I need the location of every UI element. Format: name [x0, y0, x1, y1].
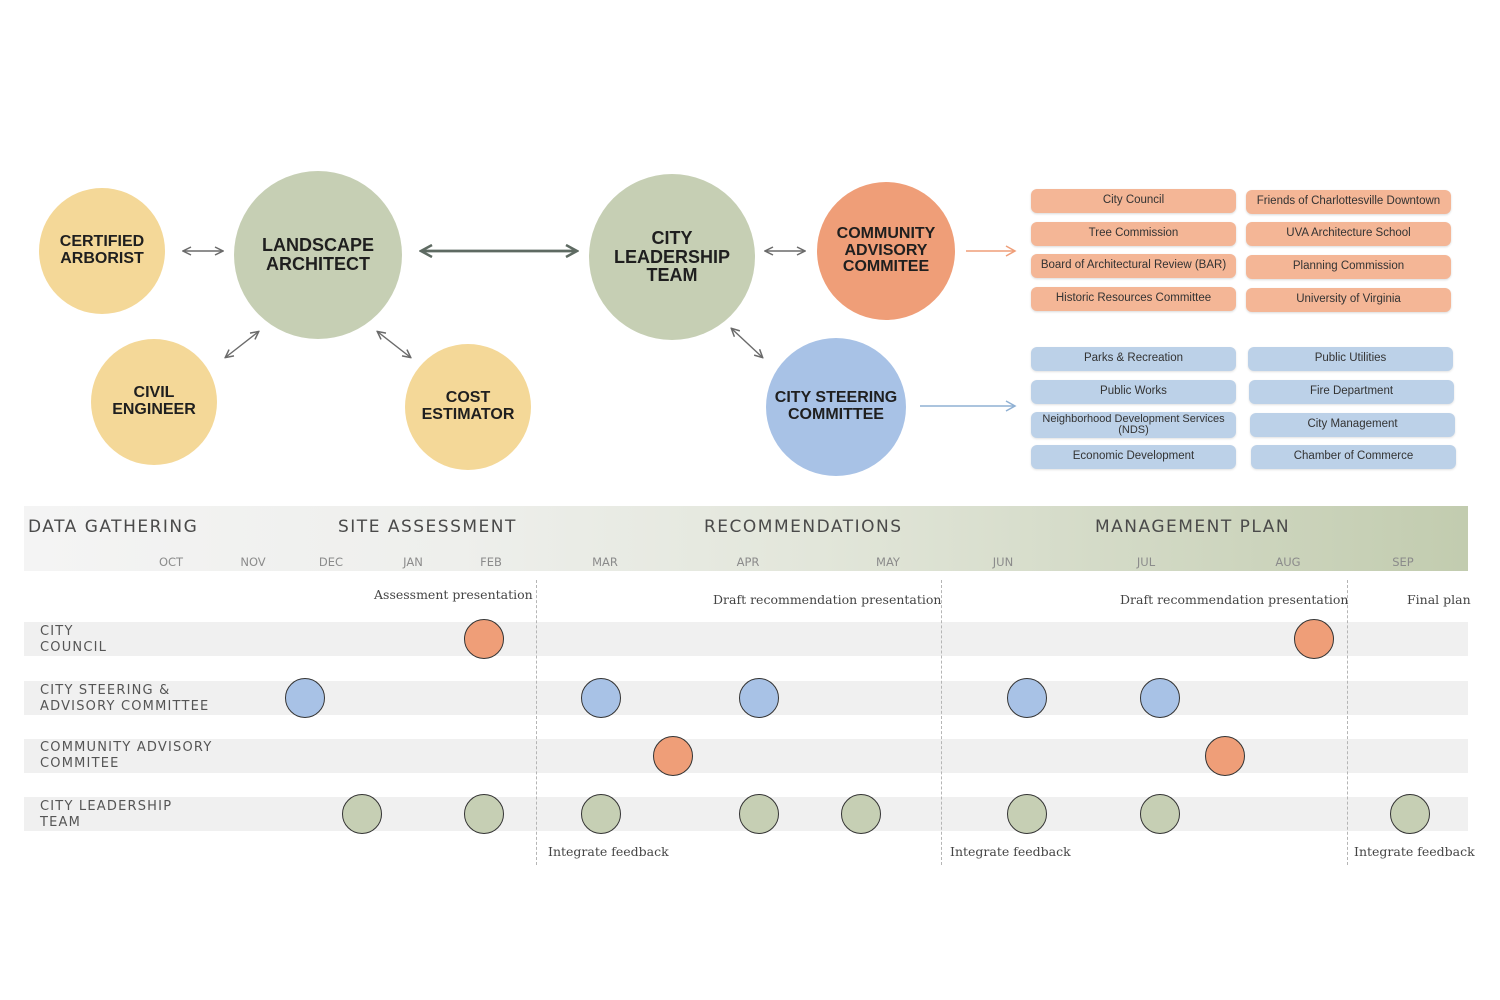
meeting-dot — [1390, 794, 1430, 834]
advisory-member-pill: Planning Commission — [1246, 255, 1451, 279]
row-label: CITY COUNCIL — [40, 624, 108, 655]
month-label: MAY — [876, 555, 900, 569]
meeting-dot — [342, 794, 382, 834]
city-steering-committee-circle: CITY STEERING COMMITTEE — [766, 338, 906, 476]
milestone-draft-presentation: Draft recommendation presentation — [1120, 592, 1349, 607]
meeting-dot — [653, 736, 693, 776]
phase-recommendations: RECOMMENDATIONS — [704, 517, 903, 537]
month-label: SEP — [1392, 555, 1414, 569]
row-label: CITY LEADERSHIP TEAM — [40, 799, 173, 830]
phase-data-gathering: DATA GATHERING — [28, 517, 199, 537]
month-label: OCT — [158, 555, 184, 569]
integrate-feedback-label: Integrate feedback — [548, 844, 669, 859]
steering-member-pill: Chamber of Commerce — [1251, 445, 1456, 469]
row-label: CITY STEERING & ADVISORY COMMITTEE — [40, 683, 210, 714]
month-label: DEC — [318, 555, 344, 569]
meeting-dot — [739, 794, 779, 834]
certified-arborist-circle: CERTIFIED ARBORIST — [39, 188, 165, 314]
month-label: MAR — [592, 555, 618, 569]
advisory-member-pill: Friends of Charlottesville Downtown — [1246, 190, 1451, 214]
community-advisory-commitee-circle: COMMUNITY ADVISORY COMMITEE — [817, 182, 955, 320]
month-label: JAN — [403, 555, 423, 569]
row-label: COMMUNITY ADVISORY COMMITEE — [40, 740, 213, 771]
meeting-dot — [1205, 736, 1245, 776]
cost-estimator-circle: COST ESTIMATOR — [405, 344, 531, 470]
milestone-divider — [536, 580, 537, 865]
advisory-member-pill: University of Virginia — [1246, 288, 1451, 312]
meeting-dot — [1294, 619, 1334, 659]
advisory-member-pill: Board of Architectural Review (BAR) — [1031, 254, 1236, 278]
steering-member-pill: Neighborhood Development Services (NDS) — [1031, 412, 1236, 438]
arrow-engineer-architect — [226, 332, 258, 357]
integrate-feedback-label: Integrate feedback — [1354, 844, 1475, 859]
milestone-draft-presentation: Draft recommendation presentation — [713, 592, 942, 607]
milestone-assessment-presentation: Assessment presentation — [374, 587, 533, 602]
meeting-dot — [285, 678, 325, 718]
steering-member-pill: Economic Development — [1031, 445, 1236, 469]
landscape-architect-circle: LANDSCAPE ARCHITECT — [234, 171, 402, 339]
steering-member-pill: Public Utilities — [1248, 347, 1453, 371]
advisory-member-pill: City Council — [1031, 189, 1236, 213]
steering-member-pill: Public Works — [1031, 380, 1236, 404]
arrow-leadership-steering — [732, 329, 762, 357]
month-label: AUG — [1275, 555, 1301, 569]
meeting-dot — [464, 619, 504, 659]
month-label: APR — [736, 555, 760, 569]
milestone-divider — [1347, 580, 1348, 865]
meeting-dot — [581, 794, 621, 834]
advisory-member-pill: Tree Commission — [1031, 222, 1236, 246]
meeting-dot — [841, 794, 881, 834]
row-band-city-council — [24, 622, 1468, 656]
milestone-divider — [941, 580, 942, 865]
meeting-dot — [1140, 794, 1180, 834]
integrate-feedback-label: Integrate feedback — [950, 844, 1071, 859]
city-leadership-team-circle: CITY LEADERSHIP TEAM — [589, 174, 755, 340]
civil-engineer-circle: CIVIL ENGINEER — [91, 339, 217, 465]
arrow-architect-estimator — [378, 332, 410, 357]
steering-member-pill: Fire Department — [1249, 380, 1454, 404]
month-label: NOV — [240, 555, 266, 569]
meeting-dot — [464, 794, 504, 834]
row-band-community-advisory — [24, 739, 1468, 773]
meeting-dot — [1140, 678, 1180, 718]
diagram-arrows — [0, 0, 1017, 412]
meeting-dot — [1007, 794, 1047, 834]
month-label: JUL — [1136, 555, 1156, 569]
meeting-dot — [581, 678, 621, 718]
steering-member-pill: City Management — [1250, 413, 1455, 437]
advisory-member-pill: Historic Resources Committee — [1031, 287, 1236, 311]
meeting-dot — [739, 678, 779, 718]
month-label: FEB — [480, 555, 502, 569]
milestone-final-plan: Final plan — [1407, 592, 1471, 607]
phase-site-assessment: SITE ASSESSMENT — [338, 517, 517, 537]
advisory-member-pill: UVA Architecture School — [1246, 222, 1451, 246]
phase-band — [24, 506, 1468, 571]
month-label: JUN — [992, 555, 1014, 569]
meeting-dot — [1007, 678, 1047, 718]
phase-management-plan: MANAGEMENT PLAN — [1095, 517, 1291, 537]
steering-member-pill: Parks & Recreation — [1031, 347, 1236, 371]
